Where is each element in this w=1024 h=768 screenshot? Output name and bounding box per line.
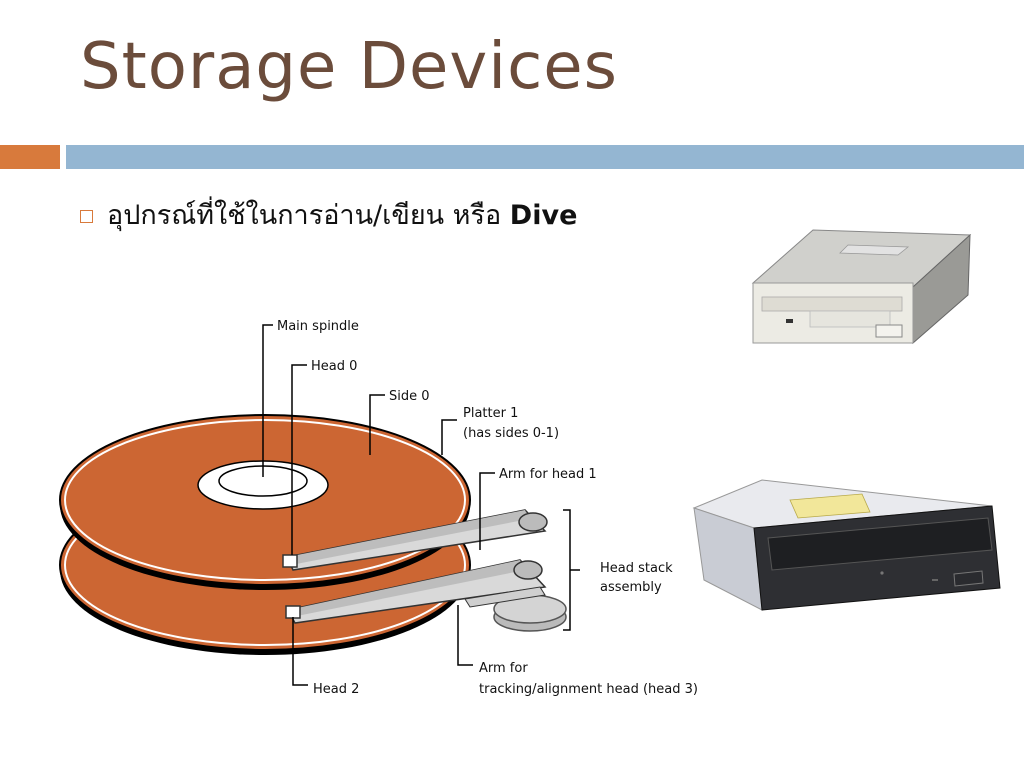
label-tracking-alignment: tracking/alignment head (head 3)	[479, 682, 698, 697]
label-head-stack: Head stack	[600, 561, 673, 576]
label-main-spindle: Main spindle	[277, 319, 359, 334]
label-platter-1: Platter 1	[463, 406, 518, 421]
bullet-item: อุปกรณ์ที่ใช้ในการอ่าน/เขียน หรือ Dive	[80, 193, 577, 236]
optical-drive-image	[692, 479, 1001, 611]
arm-head-3	[464, 586, 546, 608]
label-arm-head-1: Arm for head 1	[499, 467, 597, 482]
floppy-drive-image	[751, 229, 972, 345]
label-head-stack-assembly: assembly	[600, 580, 662, 595]
hard-disk-diagram: Main spindle Head 0 Side 0 Platter 1 (ha…	[59, 319, 698, 697]
bullet-text: อุปกรณ์ที่ใช้ในการอ่าน/เขียน หรือ Dive	[107, 200, 578, 231]
label-head-0: Head 0	[311, 359, 357, 374]
label-side-0: Side 0	[389, 389, 430, 404]
label-platter-sides: (has sides 0-1)	[463, 426, 559, 441]
square-bullet-icon	[80, 210, 93, 223]
accent-bar-orange	[0, 145, 60, 169]
accent-bar-blue	[66, 145, 1024, 169]
slide-title: Storage Devices	[80, 30, 618, 104]
bullet-bold-term: Dive	[509, 200, 578, 231]
platter-top	[59, 414, 471, 590]
label-arm-for: Arm for	[479, 661, 528, 676]
label-head-2: Head 2	[313, 682, 359, 697]
